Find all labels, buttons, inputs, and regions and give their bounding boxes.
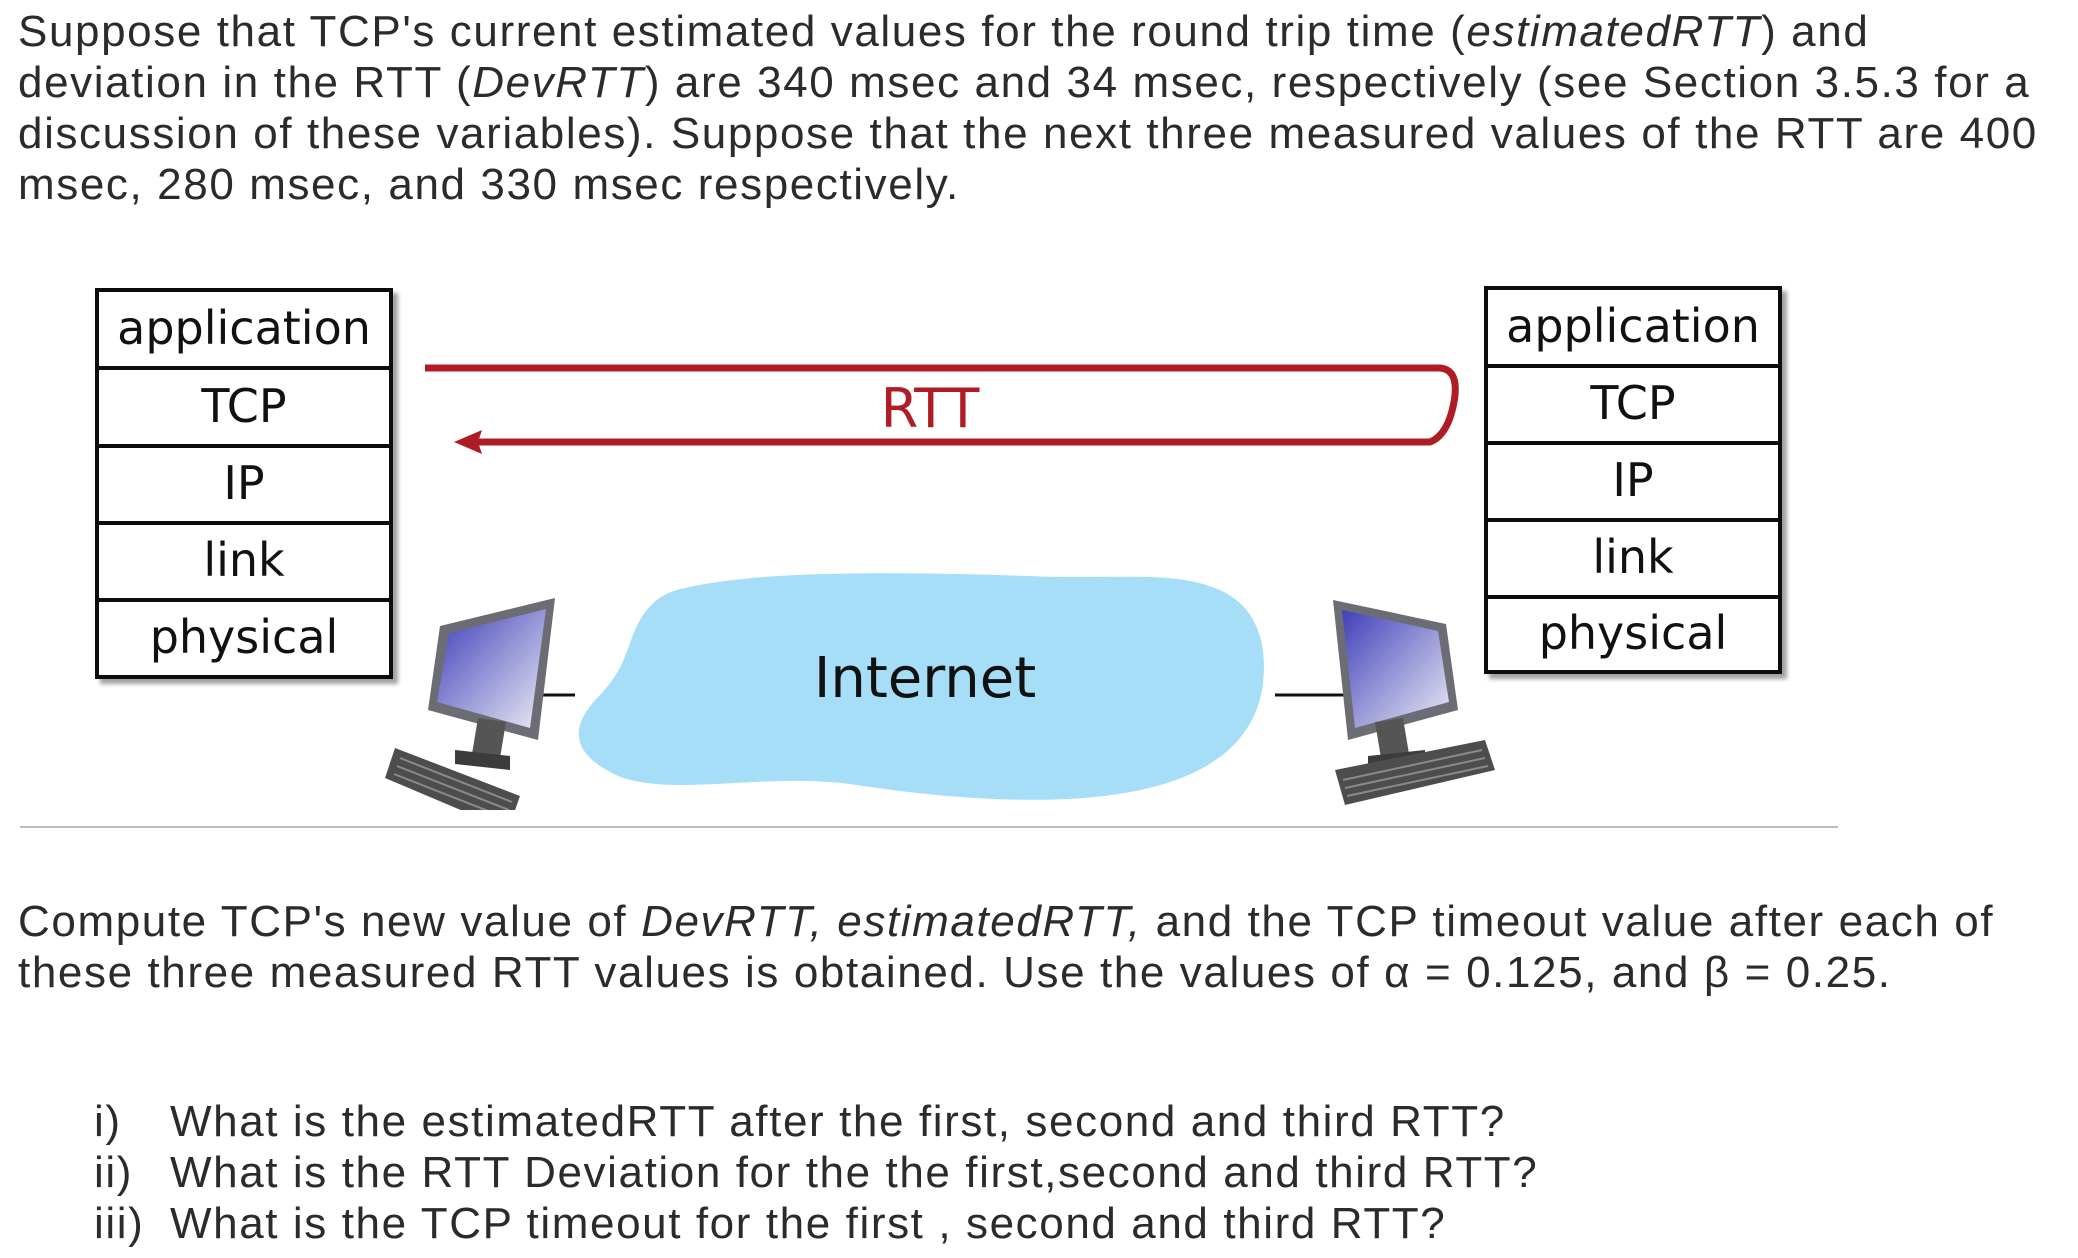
computer-icon-right: [1333, 600, 1495, 805]
question-item: i) What is the estimatedRTT after the fir…: [94, 1096, 1538, 1147]
rtt-label: RTT: [881, 377, 981, 440]
intro-term-devrtt: DevRTT: [472, 58, 645, 107]
left-layer-link: link: [203, 533, 285, 587]
intro-text-3: ) are 340 msec and 34 msec, respectively…: [18, 58, 2038, 209]
question-list: i) What is the estimatedRTT after the fir…: [94, 1096, 1538, 1249]
internet-cloud: [578, 573, 1264, 800]
question-number: i): [94, 1097, 122, 1146]
compute-text-2: and the TCP timeout value after each of …: [18, 897, 1995, 997]
left-protocol-stack: [95, 288, 393, 679]
compute-terms: DevRTT, estimatedRTT,: [641, 897, 1142, 946]
question-text: What is the estimatedRTT after the first…: [170, 1097, 1506, 1146]
rtt-diagram: application TCP IP link physical applica…: [95, 286, 1782, 810]
right-layer-link: link: [1592, 530, 1674, 584]
intro-text-2: ) and deviation in the RTT (: [18, 7, 1870, 107]
left-layer-tcp: TCP: [200, 379, 286, 433]
question-number: iii): [94, 1199, 145, 1248]
intro-paragraph: Suppose that TCP's current estimated val…: [18, 6, 2058, 210]
right-protocol-stack: [1484, 286, 1782, 674]
right-layer-tcp: TCP: [1589, 376, 1675, 430]
left-layer-application: application: [117, 301, 371, 355]
intro-term-estimatedrtt: estimatedRTT: [1466, 7, 1762, 56]
right-layer-ip: IP: [1612, 453, 1653, 507]
question-text: What is the RTT Deviation for the the fi…: [170, 1148, 1539, 1197]
right-layer-physical: physical: [1539, 606, 1728, 660]
compute-paragraph: Compute TCP's new value of DevRTT, estim…: [18, 896, 2068, 998]
internet-label: Internet: [814, 646, 1036, 711]
question-number: ii): [94, 1148, 134, 1197]
question-text: What is the TCP timeout for the first , …: [170, 1199, 1447, 1248]
computer-icon-left: [385, 598, 555, 810]
question-item: ii) What is the RTT Deviation for the the…: [94, 1147, 1538, 1198]
intro-text-1: Suppose that TCP's current estimated val…: [18, 7, 1467, 56]
left-layer-ip: IP: [223, 456, 264, 510]
rtt-arrow: [425, 364, 1459, 454]
question-item: iii) What is the TCP timeout for the firs…: [94, 1198, 1538, 1249]
right-layer-application: application: [1506, 299, 1760, 353]
left-layer-physical: physical: [150, 610, 339, 664]
section-divider: [20, 826, 1838, 828]
compute-text-1: Compute TCP's new value of: [18, 897, 642, 946]
